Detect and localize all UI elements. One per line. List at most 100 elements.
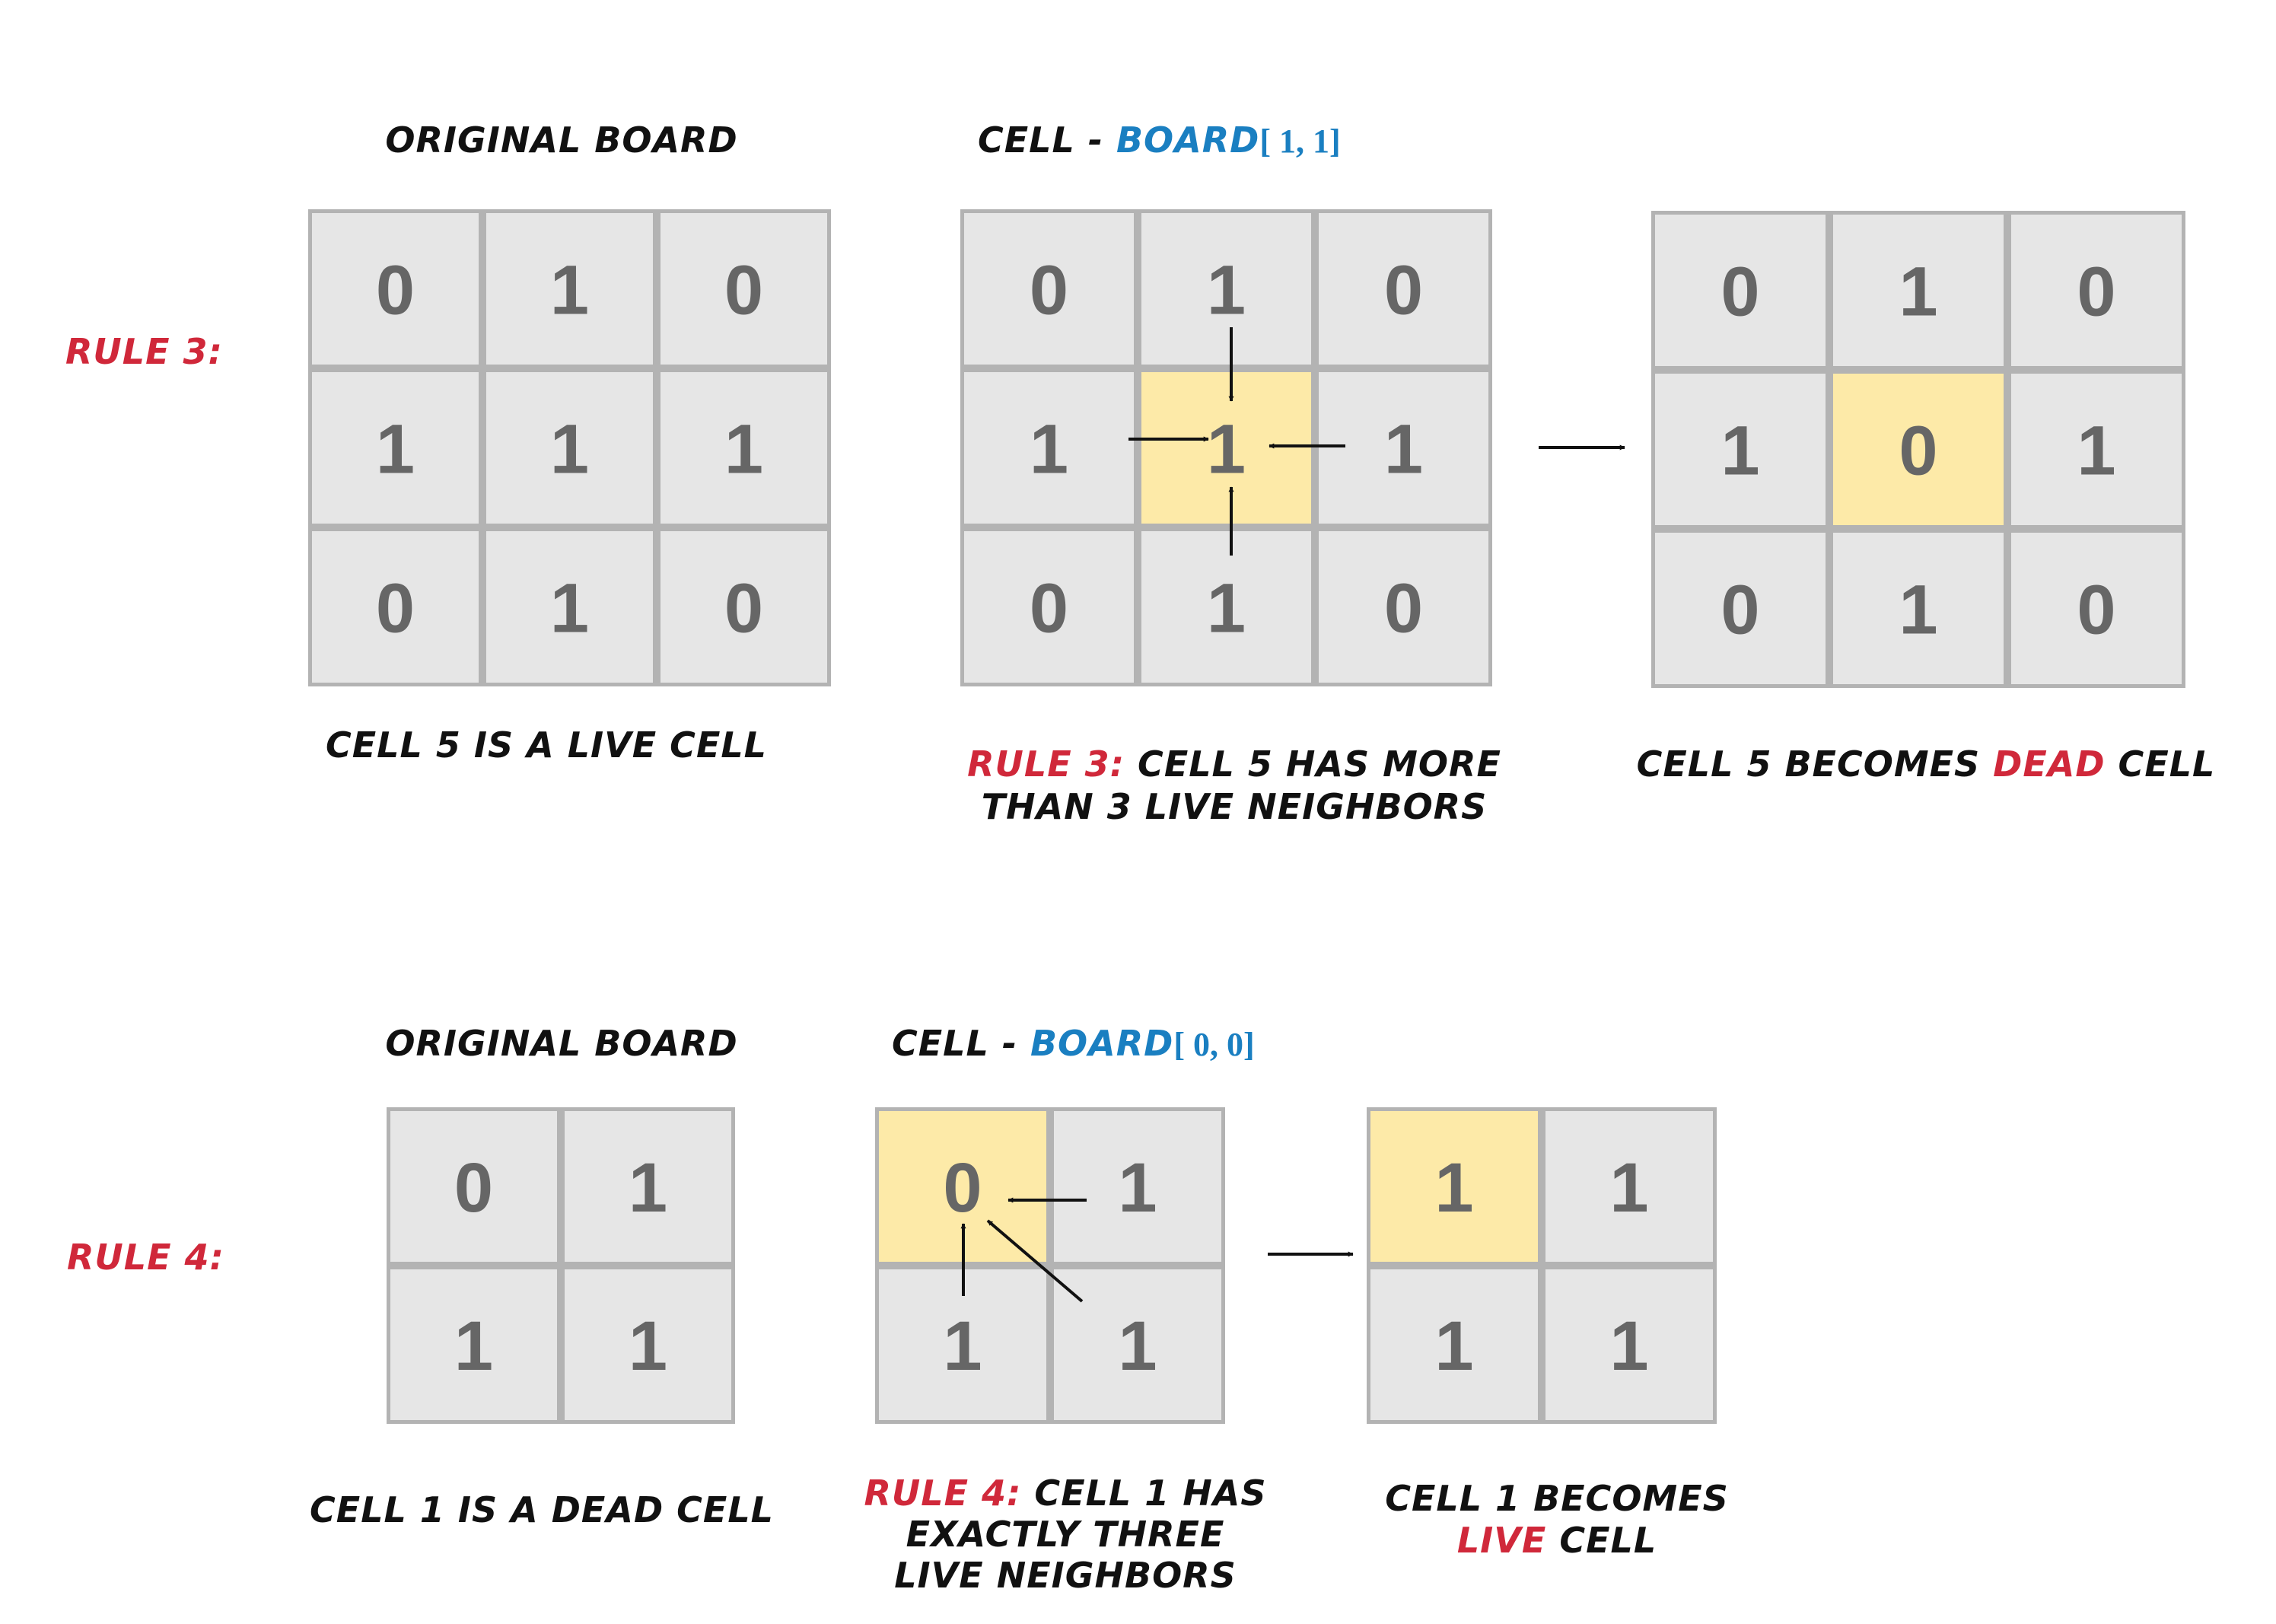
rule3-focus-value-0-1: 1	[1207, 252, 1246, 330]
rule3-focus-caption-text: CELL 5 HAS MORE	[1125, 744, 1501, 785]
rule3-focus-title: CELL - BOARD[ 1, 1]	[978, 119, 1341, 161]
rule4-original-value-1-1: 1	[629, 1307, 667, 1385]
rule3-focus-value-0-0: 0	[1030, 252, 1068, 330]
rule4-focus-caption-rule: RULE 4:	[864, 1473, 1021, 1514]
rule3-result-value-1-0: 1	[1721, 412, 1759, 490]
rule3-result-value-1-2: 1	[2077, 412, 2115, 490]
rule4-focus-cell-1-1	[1054, 1269, 1221, 1420]
rule3-result-value-1-1: 0	[1899, 412, 1937, 490]
rule3-focus-cell-2-2	[1319, 531, 1488, 683]
rule3-result-cell-1-1	[1833, 374, 2004, 525]
rule3-result-value-2-2: 0	[2077, 572, 2115, 649]
rule3-result-cell-0-2	[2011, 215, 2182, 366]
rule3-focus-value-2-1: 1	[1207, 570, 1246, 648]
rule4-original-board: 0 1 1 1	[387, 1107, 735, 1424]
rule3-focus-title-board: BOARD	[1116, 119, 1259, 161]
rule3-result-value-2-1: 1	[1899, 572, 1937, 649]
rule3-original-board: 0 1 0 1 1 1 0 1 0	[308, 209, 831, 686]
rule3-focus-value-1-1: 1	[1207, 411, 1246, 489]
rule3-focus-title-index: [ 1, 1]	[1259, 123, 1340, 160]
rule3-original-value-1-1: 1	[550, 411, 589, 489]
rule3-original-cell-0-0	[312, 213, 479, 365]
rule3-focus-cell-0-2	[1319, 213, 1488, 365]
rule4-focus-cell-0-1	[1054, 1111, 1221, 1262]
rule3-result-caption: CELL 5 BECOMES DEAD CELL	[1637, 744, 2216, 785]
rule4-original-title: ORIGINAL BOARD	[385, 1023, 737, 1064]
rule3-focus-value-2-0: 0	[1030, 570, 1068, 648]
rule4-original-value-0-0: 0	[454, 1149, 493, 1227]
rule4-focus-value-0-0: 0	[943, 1149, 982, 1227]
rule3-original-value-2-2: 0	[724, 570, 763, 648]
rule4-original-caption: CELL 1 IS A DEAD CELL	[310, 1489, 774, 1530]
rule3-original-cell-2-2	[661, 531, 827, 683]
rule3-focus-cell-2-1	[1141, 531, 1311, 683]
rule4-original-value-0-1: 1	[629, 1149, 667, 1227]
rule4-focus-title-prefix: CELL -	[892, 1023, 1030, 1064]
rule3-original-cell-0-2	[661, 213, 827, 365]
rule3-result-cell-1-2	[2011, 374, 2182, 525]
rule3-label: RULE 3:	[65, 331, 223, 372]
rule3-focus-cell-1-0	[964, 372, 1134, 524]
rule3-focus-cell-1-2	[1319, 372, 1488, 524]
rule3-original-value-1-2: 1	[724, 411, 763, 489]
rule4-focus-caption-text: CELL 1 HAS	[1021, 1473, 1266, 1514]
rule3-original-cell-1-1	[486, 372, 653, 524]
rule3-result-value-0-0: 0	[1721, 253, 1759, 331]
rule3-original-caption: CELL 5 IS A LIVE CELL	[326, 724, 767, 766]
rule4-focus-caption-line2: EXACTLY THREE	[906, 1514, 1225, 1555]
rule3-original-value-2-1: 1	[550, 570, 589, 648]
rule3-original-cell-1-2	[661, 372, 827, 524]
rule4-original-cell-0-0	[390, 1111, 557, 1262]
rule4-focus-value-0-1: 1	[1118, 1149, 1157, 1227]
rule4-arrow-from-diagonal	[986, 1219, 1084, 1303]
rule4-result-cell-0-0	[1370, 1111, 1538, 1262]
rule3-focus-caption-line2: THAN 3 LIVE NEIGHBORS	[982, 786, 1487, 827]
rule4-focus-value-1-0: 1	[943, 1307, 982, 1385]
rule4-original-cell-1-0	[390, 1269, 557, 1420]
rule3-focus-value-1-2: 1	[1384, 411, 1423, 489]
rule4-original-cell-1-1	[565, 1269, 731, 1420]
rule3-result-value-0-1: 1	[1899, 253, 1937, 331]
rule4-result-caption-post: CELL	[1546, 1520, 1657, 1561]
rule3-result-cell-1-0	[1655, 374, 1826, 525]
rule3-focus-cell-0-0	[964, 213, 1134, 365]
rule3-original-value-0-1: 1	[550, 252, 589, 330]
rule3-result-cell-0-1	[1833, 215, 2004, 366]
rule3-original-value-0-2: 0	[724, 252, 763, 330]
rule3-result-cell-0-0	[1655, 215, 1826, 366]
rule3-focus-cell-2-0	[964, 531, 1134, 683]
rule4-result-caption-line1: CELL 1 BECOMES	[1385, 1478, 1729, 1519]
rule3-focus-cell-1-1	[1141, 372, 1311, 524]
rule3-focus-value-2-2: 0	[1384, 570, 1423, 648]
rule4-focus-title-index: [ 0, 0]	[1173, 1026, 1254, 1063]
rule3-result-cell-2-2	[2011, 533, 2182, 684]
rule4-original-value-1-0: 1	[454, 1307, 493, 1385]
rule4-focus-caption-line3: LIVE NEIGHBORS	[894, 1555, 1236, 1596]
rule4-result-value-0-1: 1	[1609, 1149, 1648, 1227]
rule3-original-cell-2-1	[486, 531, 653, 683]
rule4-result-value-0-0: 1	[1434, 1149, 1473, 1227]
rule3-original-value-1-0: 1	[376, 411, 415, 489]
rule3-result-value-0-2: 0	[2077, 253, 2115, 331]
rule3-focus-caption-rule: RULE 3:	[967, 744, 1125, 785]
rule4-label: RULE 4:	[67, 1237, 224, 1278]
rule3-original-cell-0-1	[486, 213, 653, 365]
rule3-focus-value-1-0: 1	[1030, 411, 1068, 489]
rule4-original-cell-0-1	[565, 1111, 731, 1262]
rule4-focus-caption-line1: RULE 4: CELL 1 HAS	[864, 1473, 1266, 1514]
rule3-focus-board: 0 1 0 1 1 1 0 1 0	[960, 209, 1492, 686]
rule3-focus-value-0-2: 0	[1384, 252, 1423, 330]
rule3-original-value-2-0: 0	[376, 570, 415, 648]
rule4-result-cell-1-1	[1545, 1269, 1713, 1420]
rule3-original-title: ORIGINAL BOARD	[385, 119, 737, 161]
rule3-original-value-0-0: 0	[376, 252, 415, 330]
rule4-result-cell-1-0	[1370, 1269, 1538, 1420]
rule3-original-cell-2-0	[312, 531, 479, 683]
rule3-result-cell-2-1	[1833, 533, 2004, 684]
rule3-original-cell-1-0	[312, 372, 479, 524]
rule3-result-caption-pre: CELL 5 BECOMES	[1637, 744, 1994, 785]
rule4-result-cell-0-1	[1545, 1111, 1713, 1262]
